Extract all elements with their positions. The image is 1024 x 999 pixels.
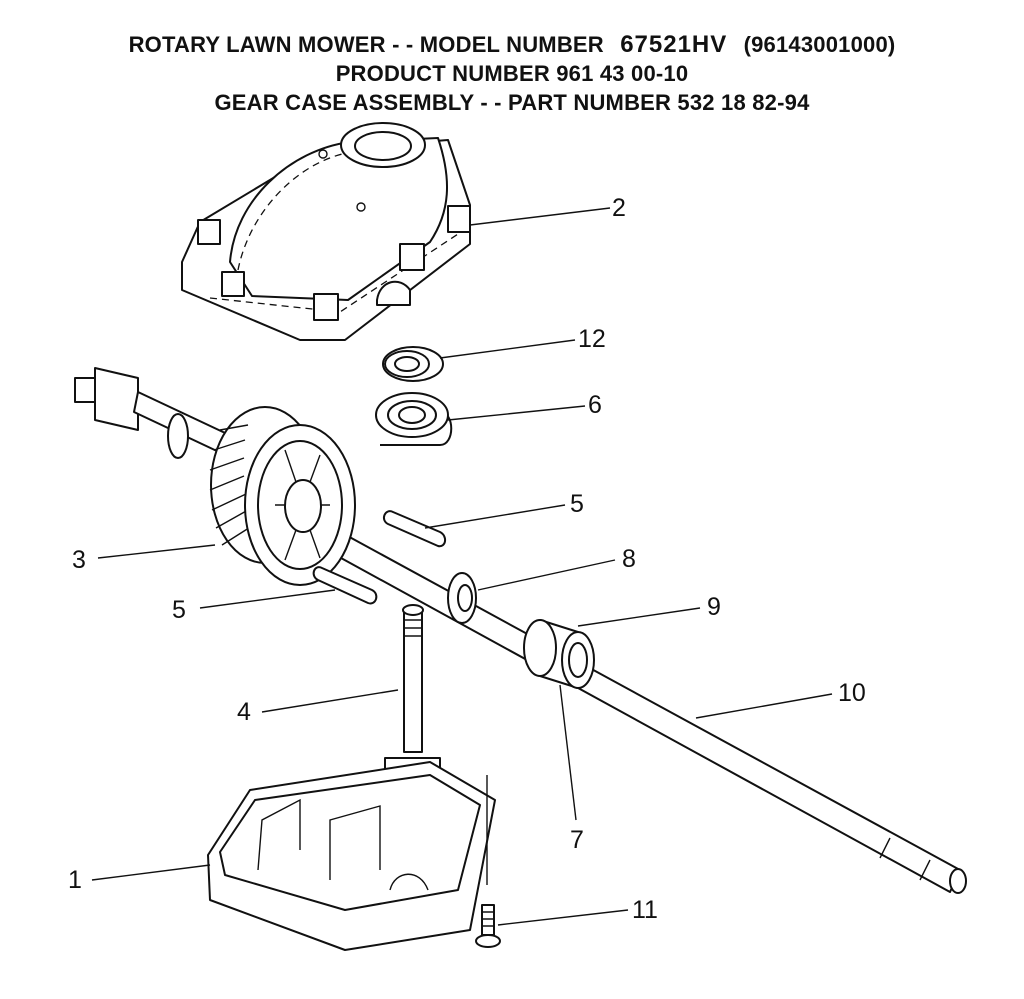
diagram-title: ROTARY LAWN MOWER - - MODEL NUMBER 67521… <box>0 30 1024 117</box>
leader-line-9 <box>577 607 701 627</box>
gear-case-housing <box>207 761 496 951</box>
catalog-number: (96143001000) <box>743 32 896 57</box>
callout-9: 9 <box>707 593 721 621</box>
title-line-1: ROTARY LAWN MOWER - - MODEL NUMBER 67521… <box>0 30 1024 59</box>
callout-2: 2 <box>612 194 626 222</box>
gear-case-cover <box>181 122 471 341</box>
callout-8: 8 <box>622 545 636 573</box>
callout-12: 12 <box>578 325 606 353</box>
leader-line-10 <box>695 693 833 719</box>
leader-line-3 <box>97 544 216 559</box>
leader-line-11 <box>497 909 629 926</box>
screw <box>475 775 501 948</box>
leader-line-12 <box>439 339 576 359</box>
callout-5-upper: 5 <box>570 490 584 518</box>
shaft-key-upper <box>382 510 446 548</box>
callout-7: 7 <box>570 826 584 854</box>
leader-line-5b <box>199 589 336 609</box>
model-number: 67521HV <box>620 31 728 58</box>
title-prefix: ROTARY LAWN MOWER - - MODEL NUMBER <box>128 32 604 57</box>
leader-line-6 <box>447 405 586 421</box>
callout-1: 1 <box>68 866 82 894</box>
callout-11: 11 <box>632 896 658 924</box>
large-bearing <box>375 392 453 446</box>
callout-10: 10 <box>838 679 866 707</box>
small-bearing <box>382 346 444 382</box>
leader-line-1 <box>91 864 211 881</box>
part-number-line: GEAR CASE ASSEMBLY - - PART NUMBER 532 1… <box>214 90 810 115</box>
leader-line-8 <box>477 559 616 591</box>
shaft-collar <box>74 367 241 461</box>
thrust-washer <box>447 572 477 624</box>
product-number-line: PRODUCT NUMBER 961 43 00-10 <box>335 61 689 86</box>
callout-5-lower: 5 <box>172 596 186 624</box>
callout-3: 3 <box>72 546 86 574</box>
leader-line-4 <box>261 689 399 713</box>
callout-6: 6 <box>588 391 602 419</box>
bushing <box>523 619 595 689</box>
leader-line-5a <box>424 504 566 529</box>
shaft-key-lower <box>312 566 378 605</box>
callout-4: 4 <box>237 698 251 726</box>
leader-line-7 <box>559 684 577 821</box>
bevel-gear <box>209 406 356 586</box>
leader-line-2 <box>469 207 611 226</box>
